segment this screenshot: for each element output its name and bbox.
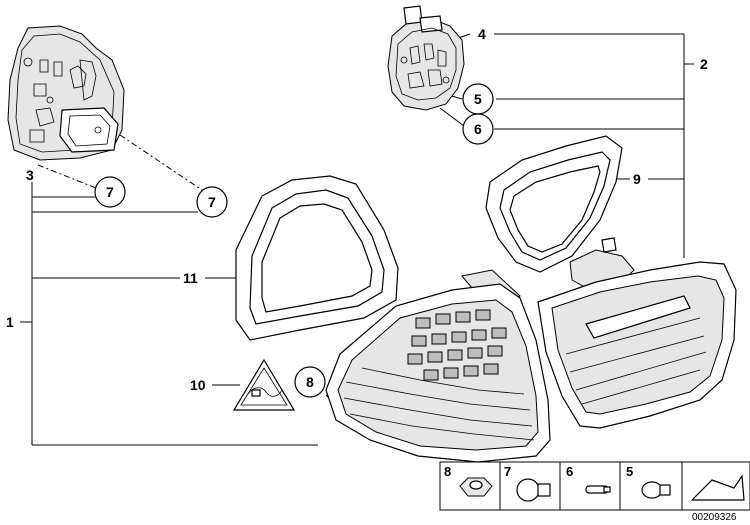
legend-label-8: 8 — [444, 464, 451, 479]
dash-7a — [37, 164, 97, 189]
label-7a: 7 — [106, 184, 114, 200]
label-8: 8 — [306, 374, 314, 390]
legend-label-6: 6 — [566, 464, 573, 479]
bulb-medium-icon — [641, 481, 671, 499]
tail-lamp-inner — [537, 237, 737, 429]
bulb-large-icon — [516, 478, 551, 502]
gasket-outer — [235, 175, 399, 341]
holder-right-contacts — [400, 43, 450, 89]
tail-lamp-leds — [407, 309, 507, 381]
label-9: 9 — [633, 171, 641, 187]
label-6: 6 — [474, 121, 482, 137]
callout-6-circle — [462, 113, 494, 145]
holder-contacts — [23, 57, 102, 143]
label-3: 3 — [26, 167, 34, 183]
tail-lamp-outer — [325, 269, 551, 463]
gasket-inner — [485, 135, 623, 273]
callout-7b-circle — [196, 186, 228, 218]
bulb-small-icon — [585, 485, 611, 494]
label-7b: 7 — [208, 194, 216, 210]
callout-8-circle — [294, 366, 326, 398]
lamp-holder-left — [7, 25, 125, 161]
label-5: 5 — [474, 91, 482, 107]
nut-icon — [459, 477, 493, 497]
legend-frame — [439, 461, 750, 511]
dash-7b — [119, 134, 206, 193]
warning-label-icon — [232, 358, 296, 411]
arrow-icon — [690, 474, 745, 501]
label-2: 2 — [700, 56, 708, 72]
legend-label-5: 5 — [626, 464, 633, 479]
label-10: 10 — [190, 377, 206, 393]
lamp-holder-right — [387, 5, 465, 111]
callout-7a-circle — [94, 176, 126, 208]
leader-6-pointer — [439, 107, 465, 127]
label-4: 4 — [478, 26, 486, 42]
label-1: 1 — [6, 314, 14, 330]
legend-label-7: 7 — [504, 464, 511, 479]
label-11: 11 — [183, 270, 198, 286]
legend-strip — [439, 461, 750, 511]
reference-number: 00209326 — [692, 512, 737, 523]
